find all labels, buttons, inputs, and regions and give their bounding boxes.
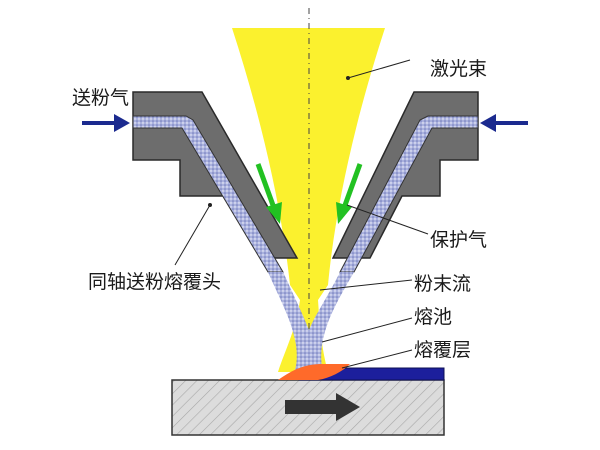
nozzle-marker bbox=[208, 203, 212, 207]
shield-gas-label: 保护气 bbox=[430, 229, 487, 251]
powder-stream-label: 粉末流 bbox=[414, 273, 471, 295]
melt-pool bbox=[278, 364, 350, 380]
shield-gas-arrow-left bbox=[255, 163, 282, 224]
powder-stream bbox=[268, 272, 354, 378]
motion-arrow bbox=[285, 393, 360, 421]
laser-beam-label: 激光束 bbox=[430, 58, 487, 80]
leader-lines bbox=[174, 59, 429, 369]
laser-beam bbox=[232, 28, 385, 372]
laser-beam-marker bbox=[346, 76, 350, 80]
nozzle-label: 同轴送粉熔覆头 bbox=[88, 271, 221, 293]
powder-gas-arrow-right bbox=[480, 114, 528, 132]
powder-gas-label: 送粉气 bbox=[72, 87, 129, 109]
shield-gas-arrow-right bbox=[336, 163, 363, 224]
powder-gas-arrow-left bbox=[82, 114, 130, 132]
melt-pool-label: 熔池 bbox=[414, 306, 452, 328]
clad-layer-label: 熔覆层 bbox=[414, 339, 471, 361]
